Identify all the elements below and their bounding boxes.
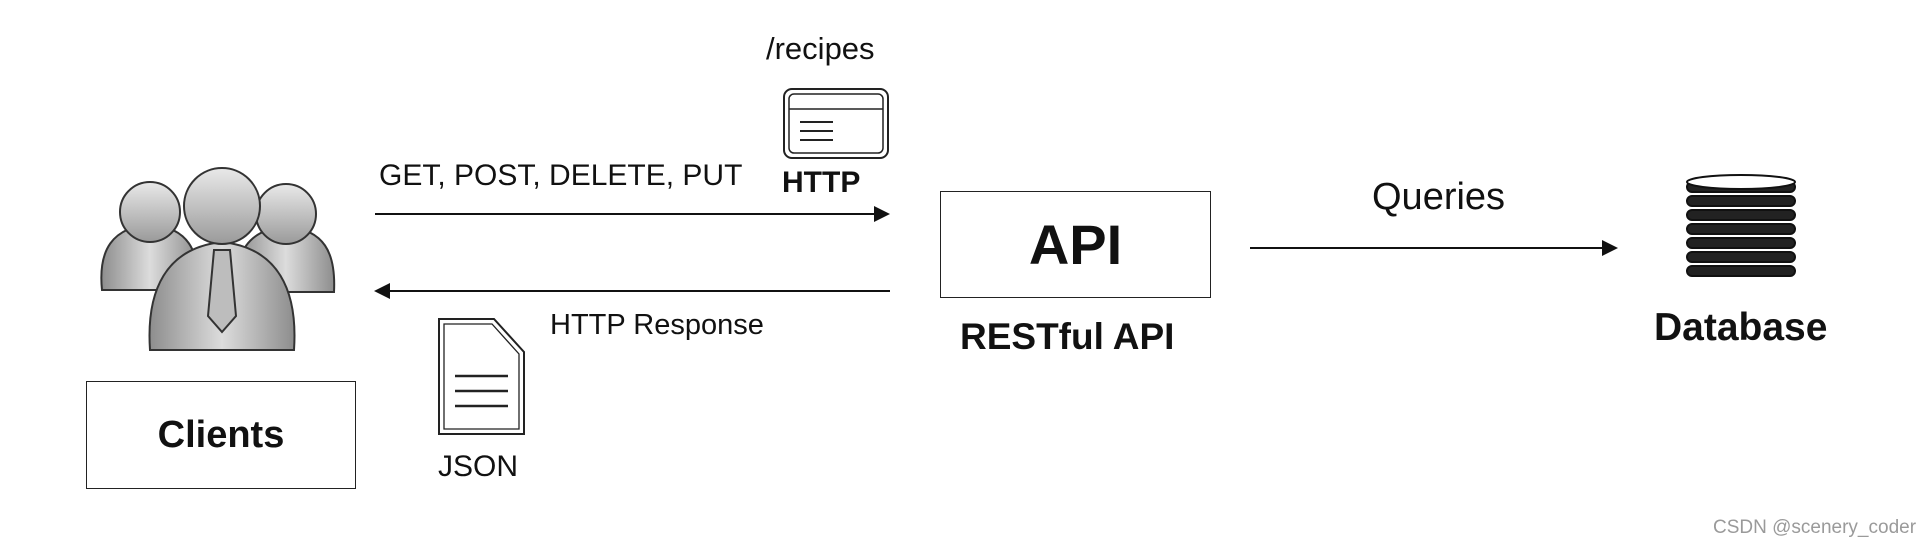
clients-box: Clients	[86, 381, 356, 489]
database-label: Database	[1654, 306, 1828, 349]
api-box-label: API	[1028, 212, 1123, 276]
queries-label: Queries	[1372, 176, 1506, 218]
database-cylinder-icon	[1684, 174, 1798, 280]
clients-label: Clients	[157, 414, 285, 456]
endpoint-label: /recipes	[766, 31, 875, 66]
http-methods-label: GET, POST, DELETE, PUT	[379, 159, 743, 192]
users-group-icon	[100, 167, 336, 351]
http-protocol-label: HTTP	[782, 166, 861, 199]
request-arrow	[375, 206, 890, 222]
json-label: JSON	[438, 450, 519, 483]
restful-api-label: RESTful API	[960, 316, 1175, 357]
api-box: API	[940, 191, 1211, 298]
queries-arrow	[1250, 240, 1618, 256]
document-icon	[438, 318, 525, 435]
http-response-label: HTTP Response	[550, 309, 764, 341]
response-arrow	[374, 283, 890, 299]
watermark: CSDN @scenery_coder	[1713, 517, 1917, 538]
http-window-icon	[783, 88, 889, 159]
